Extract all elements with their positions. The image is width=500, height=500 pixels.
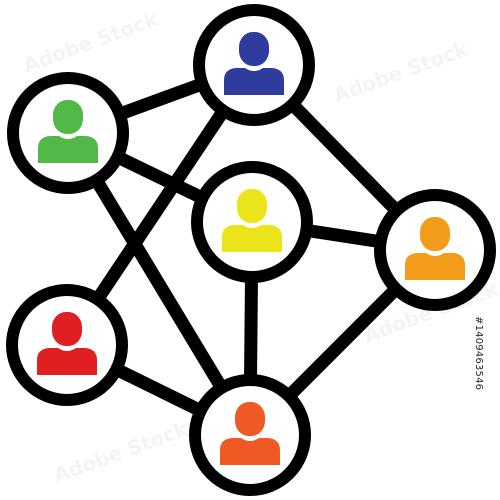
person-icon <box>224 32 284 95</box>
person-node-vermilion <box>189 374 311 496</box>
person-nodes <box>6 4 496 496</box>
person-node-red <box>6 284 128 406</box>
person-node-orange <box>374 189 496 311</box>
person-icon <box>222 189 282 252</box>
person-node-blue <box>193 4 315 126</box>
person-icon <box>405 217 465 280</box>
person-node-yellow <box>191 161 313 283</box>
person-icon <box>220 402 280 465</box>
person-icon <box>38 100 98 163</box>
person-icon <box>37 312 97 375</box>
person-node-green <box>7 72 129 194</box>
watermark-id: #1409463546 <box>473 316 484 391</box>
